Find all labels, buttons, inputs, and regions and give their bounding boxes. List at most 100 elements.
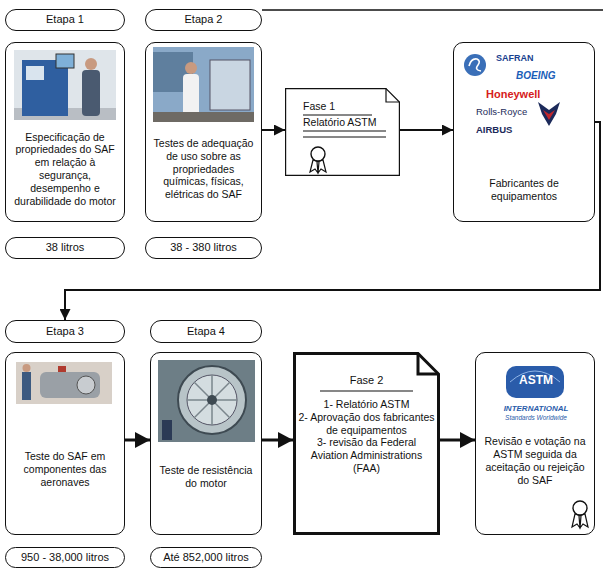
eagle-logo [538, 102, 560, 126]
person-body [162, 420, 172, 440]
document-decoration [303, 115, 386, 173]
text-column: Especificação de propriedades do SAF em … [11, 131, 119, 208]
fan-blades [187, 375, 237, 425]
text-slot: ASTM [476, 373, 596, 388]
person-head [185, 62, 197, 74]
bench-photo [153, 47, 254, 122]
person-head [23, 364, 31, 372]
body-text: Revisão e votação na ASTM seguida da ace… [481, 435, 589, 486]
text-area: Fabricantes de equipamentos [459, 163, 589, 217]
engine-fan [187, 375, 237, 425]
machine-screen [56, 54, 74, 68]
person-body [22, 372, 31, 400]
text-slot: SAFRAN [496, 53, 534, 64]
process-box: Teste de resistência do motor [150, 352, 262, 535]
logo-text: AIRBUS [476, 124, 512, 136]
process-box: SAFRAN BOEING HoneywellRolls-RoyceAIRBUS Fa… [453, 42, 595, 222]
photo-ground [16, 362, 112, 404]
text-slot: Fase 2 [293, 374, 440, 387]
stage-label: Etapa 2 [185, 13, 223, 26]
frame-line [262, 9, 603, 10]
text-area: Testes de adequação de uso sobre as prop… [151, 121, 256, 217]
process-box: Especificação de propriedades do SAF em … [5, 42, 125, 222]
rule-line [320, 390, 413, 391]
flow-arrow [262, 129, 285, 131]
rule-line [303, 115, 372, 116]
fan-hub [207, 395, 217, 405]
text-column: Teste de resistência do motor [156, 464, 256, 490]
stage-pill: 38 litros [5, 237, 125, 259]
machine-panel [26, 66, 44, 80]
text-column: Fabricantes de equipamentos [459, 177, 589, 203]
photo-ground [14, 50, 116, 120]
stage-label: Etapa 4 [187, 325, 225, 338]
flow-arrow [440, 439, 475, 442]
stage-pill: Etapa 3 [5, 320, 125, 343]
logo-text: Standards Worldwide [476, 414, 596, 422]
component-rig [40, 372, 100, 398]
ribbon-seal [311, 147, 325, 161]
text-slot: Fase 1 [303, 100, 335, 113]
ge-logo [464, 54, 486, 76]
logo-text: ASTM [476, 373, 596, 388]
flow-arrow [125, 439, 150, 442]
engine-photo [158, 360, 255, 442]
stage-pill: 950 - 38,000 litros [5, 547, 125, 568]
heading-text: Fase 2 [293, 374, 440, 387]
stage-label: 38 - 380 litros [170, 241, 237, 254]
component-detail [58, 366, 66, 372]
component-part [77, 376, 95, 394]
ge-logo-mark [469, 59, 481, 71]
process-box: Teste do SAF em componentes das aeronave… [5, 352, 125, 535]
heading-text: Relatório ASTM [303, 116, 377, 129]
text-slot: INTERNATIONAL [476, 404, 596, 414]
stage-label: Etapa 3 [46, 325, 84, 338]
body-text: 3- revisão da Federal Aviation Administr… [298, 436, 435, 474]
document-shape: Fase 1 Relatório ASTM [285, 88, 400, 176]
ribbon-icon [572, 501, 588, 528]
text-slot: Relatório ASTM [303, 116, 377, 129]
text-column: 1- Relatório ASTM2- Aprovação dos fabric… [298, 398, 435, 475]
document-outline [285, 88, 400, 176]
eagle-logo-mark [543, 110, 555, 120]
body-text: Testes de adequação de uso sobre as prop… [151, 137, 256, 201]
manufacturer-logos [464, 54, 560, 126]
component-photo [16, 362, 112, 404]
body-text: Teste do SAF em componentes das aeronave… [11, 450, 119, 488]
text-slot: BOEING [516, 70, 555, 82]
photo-floor [153, 112, 254, 122]
stage-pill: Etapa 1 [5, 9, 125, 31]
document-fold [418, 354, 439, 375]
process-box: ASTM INTERNATIONALStandards WorldwideRevi… [475, 352, 595, 535]
photo-ground [153, 47, 254, 122]
lab-photo [14, 50, 116, 120]
person-body [183, 74, 199, 118]
document-shape: Fase 2 1- Relatório ASTM2- Aprovação dos … [293, 352, 440, 535]
text-area: Teste do SAF em componentes das aeronave… [11, 433, 119, 506]
person-head [85, 58, 97, 70]
text-column: Testes de adequação de uso sobre as prop… [151, 137, 256, 201]
ribbon-seal [573, 501, 587, 515]
stage-label: 950 - 38,000 litros [21, 551, 109, 564]
logo-text: Honeywell [486, 88, 540, 101]
photo-ground [158, 360, 255, 442]
document-border [286, 89, 400, 176]
stage-label: 38 litros [46, 241, 85, 254]
lab-apparatus [210, 60, 250, 110]
text-slot: Honeywell [486, 88, 540, 101]
ribbon-tails [572, 514, 588, 528]
text-area: Revisão e votação na ASTM seguida da ace… [481, 431, 589, 491]
logo-text: Rolls-Royce [476, 106, 527, 118]
text-area: 1- Relatório ASTM2- Aprovação dos fabric… [298, 398, 435, 527]
logo-text: BOEING [516, 70, 555, 82]
text-area: Teste de resistência do motor [156, 448, 256, 506]
stage-label: Até 852,000 litros [163, 551, 249, 564]
document-fold [386, 89, 399, 102]
flow-arrow [262, 439, 293, 442]
person-body [82, 70, 100, 116]
stage-pill: Etapa 2 [145, 9, 262, 31]
logo-text: SAFRAN [496, 53, 534, 64]
body-text: 1- Relatório ASTM [298, 398, 435, 411]
stage-label: Etapa 1 [46, 13, 84, 26]
